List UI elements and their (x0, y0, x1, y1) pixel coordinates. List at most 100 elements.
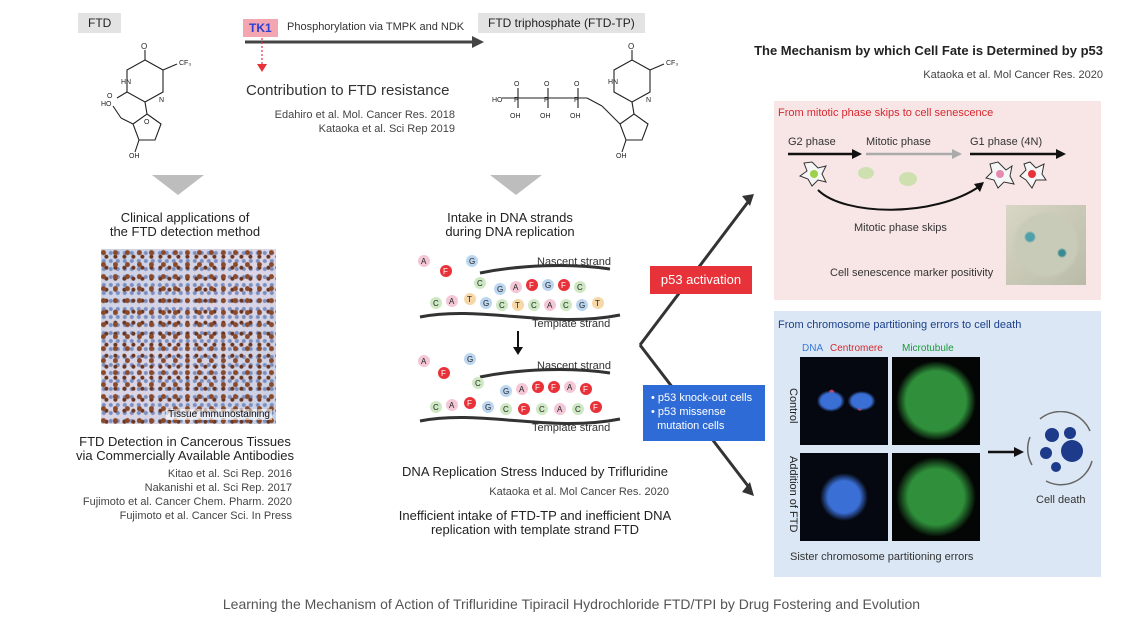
phosphate-oh-1: OH (510, 113, 521, 120)
tmpl-g-2: G (579, 301, 585, 310)
mechanism-title: The Mechanism by which Cell Fate is Dete… (754, 43, 1103, 58)
dna-replication-diagram: A F G C G A F G F C C A T G C T C A C G … (418, 255, 621, 425)
detection-title-2: via Commercially Available Antibodies (76, 448, 294, 463)
tmpl-a-4: A (557, 405, 563, 414)
oh-label: OH (129, 153, 140, 160)
stress-title: DNA Replication Stress Induced by Triflu… (402, 464, 668, 479)
phosphate-ho: HO (492, 97, 503, 104)
control-microtubule-image (892, 357, 980, 445)
tmpl-c-4: C (563, 301, 569, 310)
tmpl-a-2: A (547, 301, 553, 310)
tmpl-t-2: T (515, 301, 520, 310)
tmpl-g-1: G (483, 299, 489, 308)
tmpl-a-3: A (449, 401, 455, 410)
branch-arrows (638, 194, 754, 496)
senescence-panel-title: From mitotic phase skips to cell senesce… (778, 107, 994, 119)
free-f-1: F (443, 267, 448, 276)
detection-ref-4: Fujimoto et al. Cancer Sci. In Press (119, 510, 292, 522)
down-arrow-left (152, 175, 204, 195)
tmpl-c-3: C (531, 301, 537, 310)
detection-ref-2: Nakanishi et al. Sci Rep. 2017 (144, 482, 292, 494)
p53-knockout-line-1: • p53 knock-out cells (651, 392, 753, 404)
control-dna-image (800, 357, 888, 445)
intake-title-2: during DNA replication (445, 224, 575, 239)
nascent-strand-label-1: Nascent strand (537, 256, 611, 268)
phosphate-p1-o: O (514, 81, 520, 88)
death-arrow (988, 447, 1024, 457)
free-g-1: G (469, 257, 475, 266)
p53-activation-badge: p53 activation (650, 266, 752, 294)
mitotic-phase-label: Mitotic phase (866, 136, 931, 148)
senescence-panel: From mitotic phase skips to cell senesce… (774, 101, 1101, 300)
free-c-2: C (475, 379, 481, 388)
phosphate-oh-3: OH (570, 113, 581, 120)
microtubule-legend: Microtubule (902, 343, 954, 354)
g1-phase-label: G1 phase (4N) (970, 136, 1043, 148)
pair-a-3: A (567, 383, 573, 392)
phosphorylation-label: Phosphorylation via TMPK and NDK (287, 21, 465, 33)
tmpl-g-3: G (485, 403, 491, 412)
resistance-title: Contribution to FTD resistance (246, 82, 450, 99)
cell-death-label: Cell death (1036, 494, 1086, 506)
p53-knockout-line-3: mutation cells (651, 420, 725, 432)
phosphate-p2: P (544, 97, 549, 104)
mitotic-skips-label: Mitotic phase skips (854, 222, 947, 234)
pair-c-1: C (577, 283, 583, 292)
tp-oxo-label: O (628, 42, 634, 51)
ftd-dna-image (800, 453, 888, 541)
tp-hn-label: HN (608, 79, 618, 86)
p53-knockout-badge: • p53 knock-out cells • p53 missense mut… (643, 385, 765, 441)
g2-phase-label: G2 phase (788, 136, 836, 148)
pair-a-1: A (513, 283, 519, 292)
cell-cycle-diagram (788, 149, 1066, 211)
pair-g-1: G (497, 285, 503, 294)
pair-f-4: F (551, 383, 556, 392)
tmpl-c-8: C (575, 405, 581, 414)
stress-ref: Kataoka et al. Mol Cancer Res. 2020 (489, 486, 669, 498)
resistance-ref-1: Edahiro et al. Mol. Cancer Res. 2018 (274, 109, 455, 121)
inefficient-text-1: Inefficient intake of FTD-TP and ineffic… (398, 508, 672, 523)
tmpl-f-1: F (467, 399, 472, 408)
detection-ref-3: Fujimoto et al. Cancer Chem. Pharm. 2020 (82, 496, 292, 508)
tp-cf3-label: CF₃ (666, 60, 678, 67)
free-g-2: G (467, 355, 473, 364)
detection-ref-1: Kitao et al. Sci Rep. 2016 (167, 468, 292, 480)
template-strand-label-1: Template strand (532, 318, 611, 330)
phosphate-p3-o: O (574, 81, 580, 88)
free-c-1: C (477, 279, 483, 288)
free-f-2: F (441, 369, 446, 378)
o-label-2: O (107, 93, 113, 100)
phosphate-p3: P (574, 97, 579, 104)
p53-knockout-line-2: • p53 missense (651, 406, 726, 418)
ftd-label: FTD (78, 13, 122, 33)
phosphorylation-arrow (245, 36, 484, 72)
cf3-label: CF₃ (179, 60, 191, 67)
senescence-image (1006, 205, 1086, 285)
pair-f-1: F (529, 281, 534, 290)
free-a-2: A (421, 357, 427, 366)
tmpl-f-2: F (521, 405, 526, 414)
ftd-tp-molecule: O CF₃ HN N O O O P P P OH OH OH HO OH (492, 42, 678, 160)
n-label: N (159, 97, 164, 104)
tmpl-c-7: C (539, 405, 545, 414)
tmpl-f-3: F (593, 403, 598, 412)
intake-title-1: Intake in DNA strands (447, 210, 573, 225)
template-strand-label-2: Template strand (532, 422, 611, 434)
tmpl-t-3: T (595, 299, 600, 308)
ftd-tp-label: FTD triphosphate (FTD-TP) (478, 13, 645, 33)
tmpl-c-5: C (433, 403, 439, 412)
down-arrow-middle (490, 175, 542, 195)
ring-o-label: O (144, 119, 150, 126)
oxo-o-label: O (141, 42, 147, 51)
dna-legend: DNA (802, 343, 824, 354)
resistance-ref-2: Kataoka et al. Sci Rep 2019 (318, 123, 455, 135)
phosphate-oh-2: OH (540, 113, 551, 120)
senescence-marker-label: Cell senescence marker positivity (830, 267, 994, 279)
ho-label: HO (101, 101, 112, 108)
cell-death-panel-title: From chromosome partitioning errors to c… (778, 319, 1022, 331)
cell-death-panel: From chromosome partitioning errors to c… (774, 311, 1101, 577)
pair-f-3: F (535, 383, 540, 392)
centromere-legend: Centromere (830, 343, 883, 354)
control-label: Control (787, 388, 799, 424)
tmpl-c-1: C (433, 299, 439, 308)
